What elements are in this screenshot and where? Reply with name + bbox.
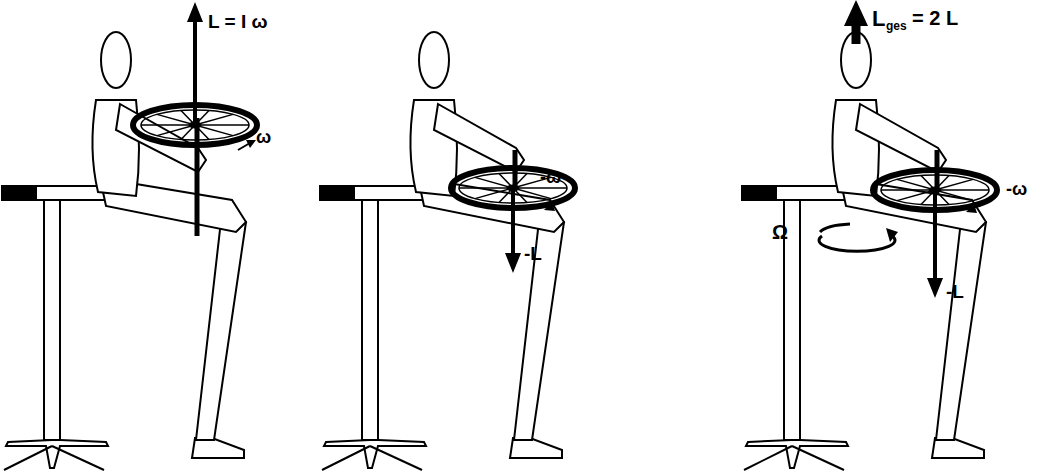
momentum-arrow bbox=[511, 190, 515, 255]
person-figure bbox=[742, 32, 986, 470]
angular-velocity: ω bbox=[256, 128, 271, 146]
total-momentum-symbol: L bbox=[872, 8, 885, 30]
subscript: ges bbox=[886, 20, 907, 32]
arrow-head bbox=[505, 253, 521, 273]
person-figure bbox=[2, 32, 246, 470]
arrow-head bbox=[544, 202, 555, 211]
momentum-arrow bbox=[193, 20, 197, 122]
body-angular-velocity: Ω bbox=[772, 222, 788, 242]
arrow-head bbox=[187, 2, 203, 22]
arrow-head bbox=[886, 228, 898, 242]
momentum-label: -L bbox=[524, 244, 542, 263]
person-figure bbox=[320, 32, 564, 470]
arrow-head bbox=[246, 140, 256, 148]
angular-velocity: -ω bbox=[540, 168, 561, 186]
arrow-head bbox=[927, 278, 943, 298]
momentum-formula: L = I ω bbox=[208, 12, 268, 31]
body-rotation-arrow bbox=[820, 224, 850, 232]
momentum-arrow bbox=[933, 192, 937, 280]
momentum-label: -L bbox=[946, 282, 964, 301]
body-rotation-arrow bbox=[819, 236, 895, 251]
axle-rod bbox=[195, 118, 200, 236]
arrow-head bbox=[966, 204, 977, 213]
total-momentum-formula: = 2 L bbox=[912, 8, 958, 28]
arrow-head bbox=[844, 0, 868, 26]
angular-velocity: -ω bbox=[1006, 180, 1027, 198]
total-momentum-arrow bbox=[852, 24, 861, 44]
